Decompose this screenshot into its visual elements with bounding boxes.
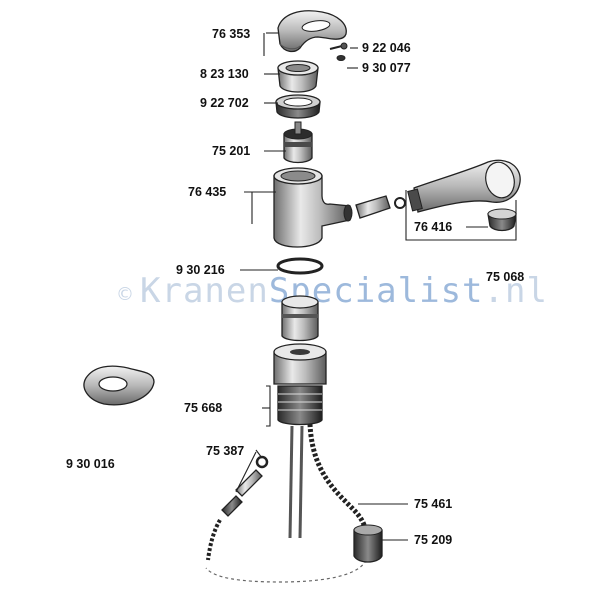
- label-cap: 9 30 077: [362, 61, 411, 75]
- spray-head-part: [407, 159, 521, 213]
- label-cartridge: 75 201: [212, 144, 250, 158]
- cap-part: [336, 55, 346, 61]
- hose-fitting-part: [206, 455, 269, 561]
- label-handle: 76 353: [212, 27, 250, 41]
- label-spray-head: 75 068: [486, 270, 524, 284]
- thread-lines: [278, 393, 322, 411]
- label-base-assembly: 75 668: [184, 401, 222, 415]
- watermark: © KranenSpecialist.nl: [116, 271, 548, 311]
- hose-part: [205, 423, 369, 583]
- nut-part: [275, 94, 321, 119]
- adapter-part: [487, 208, 517, 232]
- label-base-plate: 9 30 016: [66, 457, 115, 471]
- leader-lines: [235, 32, 517, 541]
- base-plate-part: [83, 365, 155, 406]
- part-labels: 76 353 9 22 046 9 30 077 8 23 130 9 22 7…: [66, 27, 524, 547]
- label-hose: 75 461: [414, 497, 452, 511]
- weight-part: [353, 524, 383, 563]
- label-hose-fitting: 75 387: [206, 444, 244, 458]
- label-weight: 75 209: [414, 533, 452, 547]
- o-ring-part: [276, 257, 324, 275]
- label-adapter: 76 416: [414, 220, 452, 234]
- screw-part: [329, 42, 348, 50]
- watermark-text-c: .nl: [484, 271, 548, 311]
- supply-pipes: [288, 425, 304, 539]
- label-nut: 9 22 702: [200, 96, 249, 110]
- label-body: 76 435: [188, 185, 226, 199]
- cartridge-part: [283, 121, 313, 164]
- body-part: [273, 167, 406, 248]
- cover-ring-part: [277, 60, 319, 93]
- label-screw: 9 22 046: [362, 41, 411, 55]
- base-assembly-part: [273, 295, 327, 426]
- label-o-ring: 9 30 216: [176, 263, 225, 277]
- watermark-text-a: Kranen: [140, 271, 269, 311]
- watermark-copyright: ©: [116, 284, 134, 305]
- handle-part: [277, 10, 347, 53]
- label-cover-ring: 8 23 130: [200, 67, 249, 81]
